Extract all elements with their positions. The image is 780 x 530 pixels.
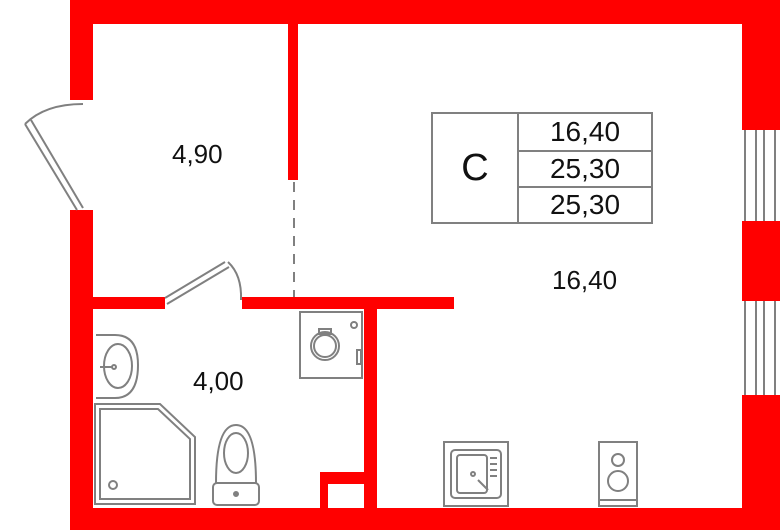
washing-machine-icon (299, 311, 363, 379)
interior-door-icon (164, 261, 243, 305)
toilet-icon (212, 423, 260, 506)
area-legend-table: С 16,40 25,30 25,30 (431, 112, 653, 224)
kitchen-sink-icon (443, 441, 509, 507)
shower-icon (94, 403, 196, 505)
total-area-value: 25,30 (519, 149, 651, 186)
cooktop-icon (598, 441, 638, 507)
room-area-bathroom: 4,00 (193, 366, 244, 396)
room-area-hallway: 4,90 (172, 139, 223, 169)
total-area-with-balcony-value: 25,30 (519, 185, 651, 222)
sink-icon (96, 334, 140, 399)
entrance-door-icon (24, 103, 84, 211)
walls (70, 0, 780, 530)
apartment-type: С (433, 114, 519, 222)
room-area-living-room: 16,40 (552, 265, 618, 295)
living-area-value: 16,40 (549, 115, 621, 147)
window-icon (744, 130, 776, 395)
